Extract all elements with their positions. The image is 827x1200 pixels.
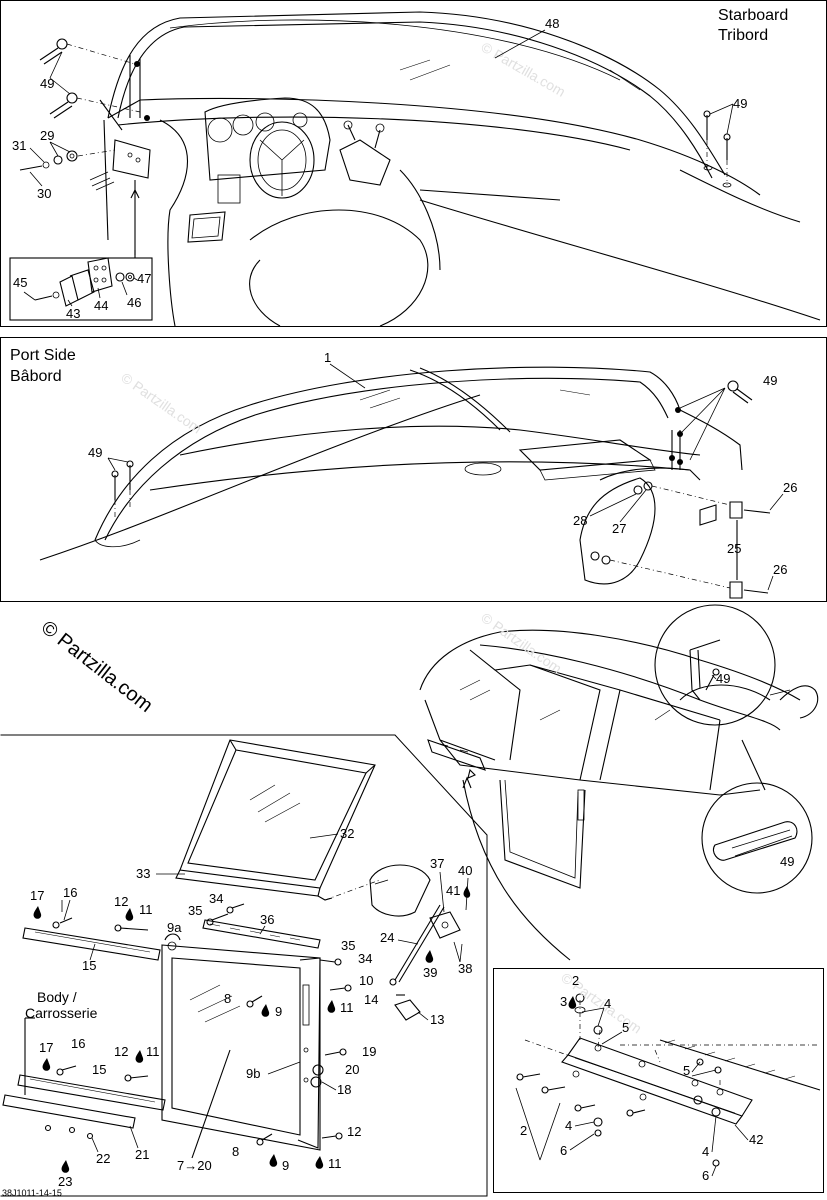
callout: 4	[565, 1118, 572, 1133]
callout: 30	[37, 186, 51, 201]
callout: 4	[702, 1144, 709, 1159]
callout: 5	[683, 1063, 690, 1078]
callout: 20	[345, 1062, 359, 1077]
callout: 36	[260, 912, 274, 927]
callout: 49	[40, 76, 54, 91]
callout: 8	[224, 991, 231, 1006]
partzilla-watermark: © Partzilla.com	[37, 617, 157, 717]
starboard-title-fr: Tribord	[718, 27, 768, 44]
callout: 9	[275, 1004, 282, 1019]
watermark-faint-2: © Partzilla.com	[118, 369, 204, 436]
callout: 44	[94, 298, 108, 313]
bracket-detail-drawing	[515, 993, 821, 1167]
callout: 8	[232, 1144, 239, 1159]
callout: 24	[380, 930, 394, 945]
callout: 16	[71, 1036, 85, 1051]
callout: 33	[136, 866, 150, 881]
callout: 9b	[246, 1066, 260, 1081]
body-label-fr: Carrosserie	[25, 1005, 98, 1021]
callout: 13	[430, 1012, 444, 1027]
screw-49-upper	[39, 38, 136, 65]
port-title: Port Side	[10, 347, 76, 364]
callout: 28	[573, 513, 587, 528]
callout: 49	[763, 373, 777, 388]
callout: 49	[716, 671, 730, 686]
port-drawing	[39, 366, 771, 599]
callout: 32	[340, 826, 354, 841]
callout: 45	[13, 275, 27, 290]
callout: 31	[12, 138, 26, 153]
windshield-detail-panel	[0, 734, 488, 1197]
callout: 4	[604, 996, 611, 1011]
callout: 46	[127, 295, 141, 310]
body-label: Body /	[37, 989, 77, 1005]
callout: 11	[328, 1156, 342, 1171]
bracket-detail-panel	[493, 968, 824, 1193]
callout: 9a	[167, 920, 182, 935]
callout: 40	[458, 863, 472, 878]
zoom-circle-bottom	[701, 782, 813, 894]
callout: 11	[340, 1000, 354, 1015]
callout: 23	[58, 1174, 72, 1189]
callout: 38	[458, 961, 472, 976]
callout: 11	[146, 1044, 160, 1059]
callout: 17	[39, 1040, 53, 1055]
callout: 37	[430, 856, 444, 871]
callout: 42	[749, 1132, 763, 1147]
callout: 49	[780, 854, 794, 869]
callout: 47	[137, 271, 151, 286]
windshield-overview-drawing	[419, 604, 819, 961]
callout: 14	[364, 992, 378, 1007]
callout: 21	[135, 1147, 149, 1162]
callout: 7→20	[177, 1158, 212, 1173]
callout: 41	[446, 883, 460, 898]
screw-49-lower	[49, 92, 141, 119]
callout: 12	[114, 1044, 128, 1059]
callout: 15	[92, 1062, 106, 1077]
callout: 6	[702, 1168, 709, 1183]
callout: 39	[423, 965, 437, 980]
callout: 49	[733, 96, 747, 111]
callout: 16	[63, 885, 77, 900]
port-title-fr: Bâbord	[10, 368, 62, 385]
callout: 34	[209, 891, 223, 906]
callout: 11	[139, 902, 153, 917]
watermark-faint-1: © Partzilla.com	[479, 39, 569, 100]
callout: 27	[612, 521, 626, 536]
callout: 22	[96, 1151, 110, 1166]
callout: 2	[572, 973, 579, 988]
diagram-code: 38J1011-14-15	[2, 1188, 62, 1198]
callout: 26	[773, 562, 787, 577]
callout: 5	[622, 1020, 629, 1035]
callout: 49	[88, 445, 102, 460]
zoom-circle-top	[654, 604, 776, 726]
starboard-drawing	[9, 11, 821, 327]
callout: 1	[324, 350, 331, 365]
callout: 43	[66, 306, 80, 321]
callout: 25	[727, 541, 741, 556]
callout: 3	[560, 994, 567, 1009]
starboard-title: Starboard	[718, 7, 788, 24]
callout: 9	[282, 1158, 289, 1173]
callout: 34	[358, 951, 372, 966]
callout: 35	[341, 938, 355, 953]
callout: 19	[362, 1044, 376, 1059]
inset-hardware-box	[9, 257, 153, 321]
callout: 10	[359, 973, 373, 988]
callout: 29	[40, 128, 54, 143]
callout: 18	[337, 1082, 351, 1097]
callout: 12	[347, 1124, 361, 1139]
callout: 2	[520, 1123, 527, 1138]
callout: 35	[188, 903, 202, 918]
callout: 12	[114, 894, 128, 909]
callout: 26	[783, 480, 797, 495]
callouts: 48 49 49 29 31 30 45 47 43 44 46 1 49 49…	[12, 16, 797, 1189]
callout: 6	[560, 1143, 567, 1158]
windshield-detail-drawing	[2, 739, 461, 1159]
callout: 17	[30, 888, 44, 903]
callout: 15	[82, 958, 96, 973]
callout: 48	[545, 16, 559, 31]
